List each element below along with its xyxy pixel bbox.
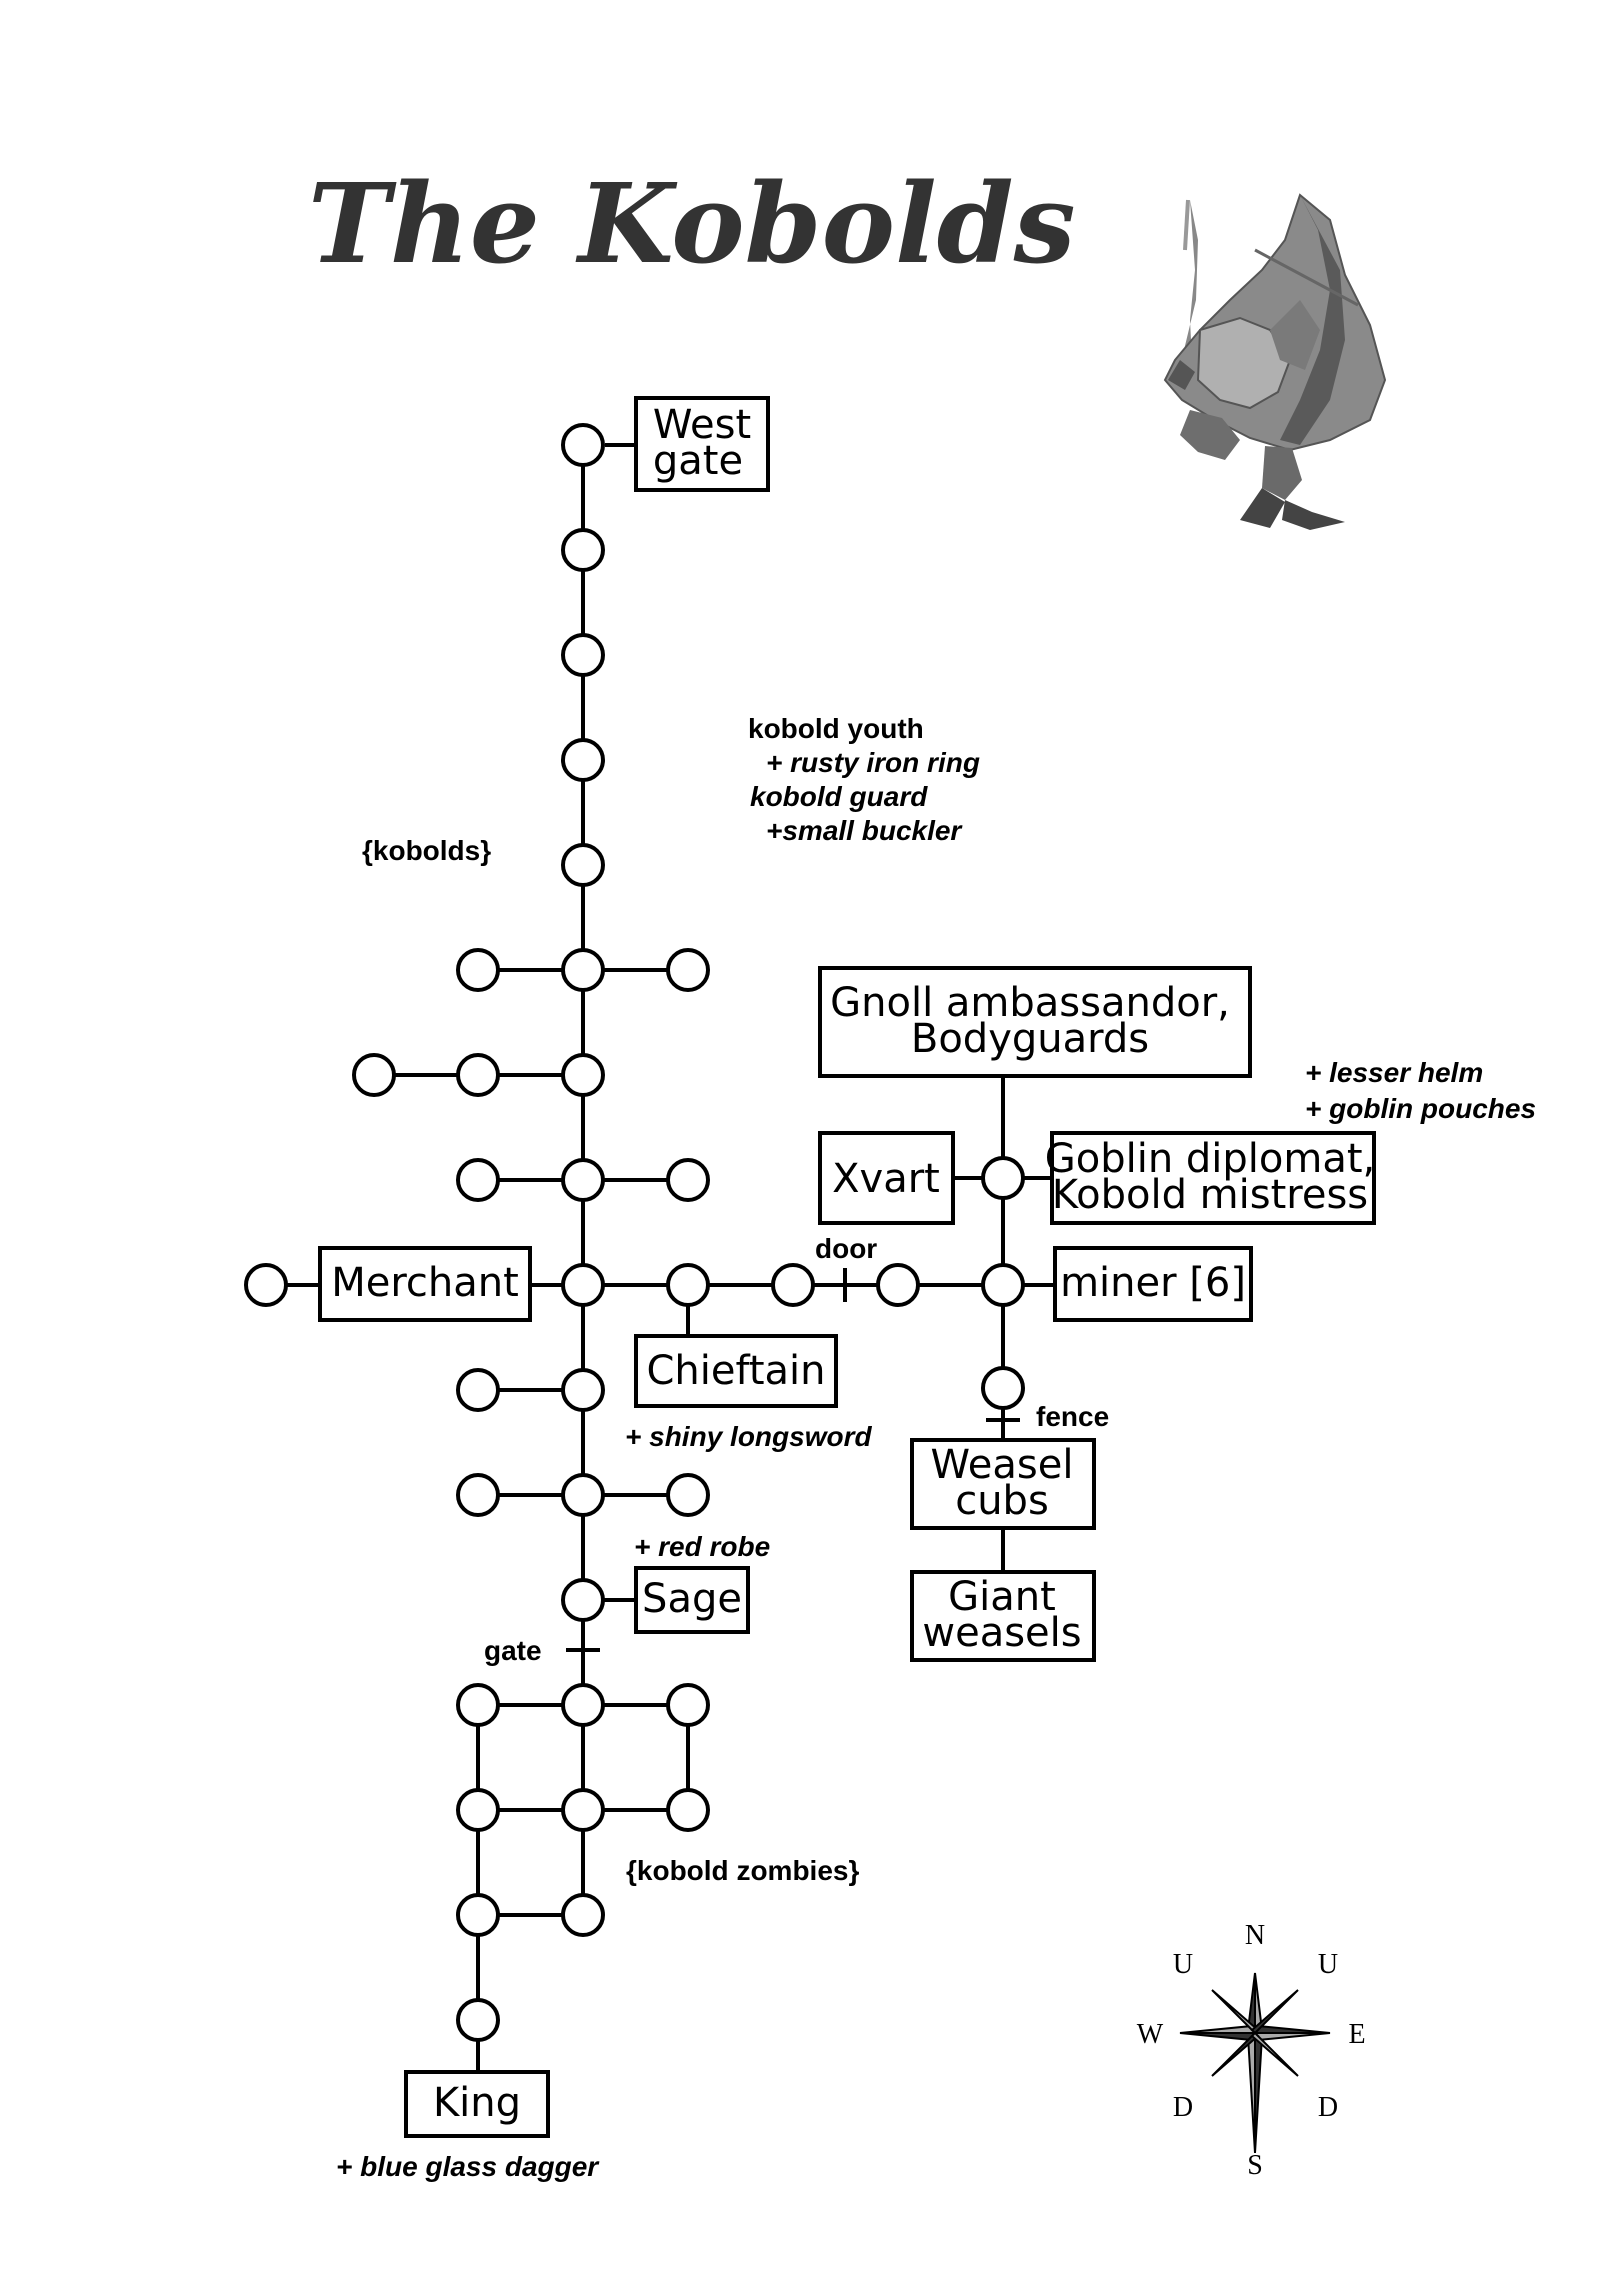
compass-down-left: D bbox=[1173, 2092, 1193, 2123]
note-kobold-guard: kobold guard bbox=[750, 781, 928, 812]
junction-node bbox=[561, 738, 605, 782]
junction-node bbox=[561, 1578, 605, 1622]
note-lesser-helm: + lesser helm bbox=[1305, 1057, 1483, 1088]
junction-node bbox=[981, 1263, 1025, 1307]
compass-north: N bbox=[1245, 1920, 1265, 1951]
junction-node bbox=[666, 1158, 710, 1202]
junction-node bbox=[561, 528, 605, 572]
junction-node bbox=[456, 1893, 500, 1937]
junction-node bbox=[456, 1788, 500, 1832]
room-west-gate bbox=[634, 396, 770, 492]
junction-node bbox=[561, 948, 605, 992]
note-goblin-pouches: + goblin pouches bbox=[1305, 1093, 1536, 1124]
note-blue-glass-dagger: + blue glass dagger bbox=[336, 2151, 600, 2182]
room-label: Weasel bbox=[931, 1442, 1074, 1488]
note-red-robe: + red robe bbox=[634, 1531, 770, 1562]
room-label: gate bbox=[653, 438, 743, 484]
junction-node bbox=[771, 1263, 815, 1307]
junction-node bbox=[456, 1683, 500, 1727]
note-small-buckler: +small buckler bbox=[766, 815, 963, 846]
page-title: The Kobolds bbox=[308, 159, 1076, 288]
compass-west: W bbox=[1137, 2019, 1164, 2050]
note-kobolds: {kobolds} bbox=[362, 835, 491, 866]
compass-up-left: U bbox=[1173, 1949, 1193, 1980]
junction-node bbox=[981, 1156, 1025, 1200]
room-merchant bbox=[318, 1246, 532, 1322]
room-label: Merchant bbox=[331, 1260, 519, 1306]
room-label: Sage bbox=[642, 1576, 742, 1622]
compass-up-right: U bbox=[1318, 1949, 1338, 1980]
room-label: King bbox=[433, 2080, 521, 2126]
junction-node bbox=[456, 948, 500, 992]
junction-node bbox=[666, 948, 710, 992]
room-xvart bbox=[818, 1131, 955, 1225]
room-label: Chieftain bbox=[646, 1348, 825, 1394]
junction-node bbox=[981, 1366, 1025, 1410]
note-fence: fence bbox=[1036, 1401, 1109, 1432]
room-label: Goblin diplomat, bbox=[1045, 1136, 1376, 1182]
note-rusty-iron-ring: + rusty iron ring bbox=[766, 747, 980, 778]
junction-node bbox=[456, 1473, 500, 1517]
room-label: miner [6] bbox=[1060, 1260, 1246, 1306]
junction-node bbox=[561, 1788, 605, 1832]
room-sage bbox=[634, 1566, 750, 1634]
junction-node bbox=[561, 1053, 605, 1097]
junction-node bbox=[666, 1788, 710, 1832]
junction-node bbox=[561, 423, 605, 467]
note-gate: gate bbox=[484, 1635, 542, 1666]
junction-node bbox=[561, 1473, 605, 1517]
room-label: Kobold mistress bbox=[1052, 1172, 1368, 1218]
room-label: weasels bbox=[922, 1610, 1081, 1656]
room-gnoll-ambassador bbox=[818, 966, 1252, 1078]
room-label: cubs bbox=[955, 1478, 1049, 1524]
room-goblin-diplomat bbox=[1050, 1131, 1376, 1225]
junction-node bbox=[456, 1158, 500, 1202]
room-giant-weasels bbox=[910, 1570, 1096, 1662]
junction-node bbox=[561, 1263, 605, 1307]
room-king bbox=[404, 2070, 550, 2138]
junction-node bbox=[876, 1263, 920, 1307]
junction-node bbox=[456, 1368, 500, 1412]
compass-south: S bbox=[1247, 2150, 1263, 2181]
junction-node bbox=[666, 1683, 710, 1727]
junction-node bbox=[561, 633, 605, 677]
junction-node bbox=[352, 1053, 396, 1097]
room-label: West bbox=[653, 402, 751, 448]
junction-node bbox=[561, 1893, 605, 1937]
room-label: Bodyguards bbox=[911, 1016, 1149, 1062]
room-chieftain bbox=[634, 1334, 838, 1408]
room-miner bbox=[1053, 1246, 1253, 1322]
kobold-illustration-icon bbox=[1163, 193, 1387, 530]
compass-east: E bbox=[1348, 2019, 1365, 2050]
note-shiny-longsword: + shiny longsword bbox=[625, 1421, 872, 1452]
junction-node bbox=[244, 1263, 288, 1307]
junction-node bbox=[561, 1368, 605, 1412]
room-label: Giant bbox=[948, 1574, 1056, 1620]
junction-node bbox=[561, 1683, 605, 1727]
compass-rose-icon: N S W E U U D D bbox=[1137, 1920, 1366, 2181]
compass-down-right: D bbox=[1318, 2092, 1338, 2123]
room-weasel-cubs bbox=[910, 1438, 1096, 1530]
junction-node bbox=[666, 1473, 710, 1517]
note-door: door bbox=[815, 1233, 877, 1264]
note-kobold-youth: kobold youth bbox=[748, 713, 924, 744]
junction-node bbox=[561, 1158, 605, 1202]
junction-node bbox=[561, 843, 605, 887]
room-label: Gnoll ambassandor, bbox=[830, 980, 1230, 1026]
room-label: Xvart bbox=[832, 1156, 940, 1202]
junction-node bbox=[666, 1263, 710, 1307]
junction-node bbox=[456, 1053, 500, 1097]
note-kobold-zombies: {kobold zombies} bbox=[626, 1855, 859, 1886]
junction-node bbox=[456, 1998, 500, 2042]
